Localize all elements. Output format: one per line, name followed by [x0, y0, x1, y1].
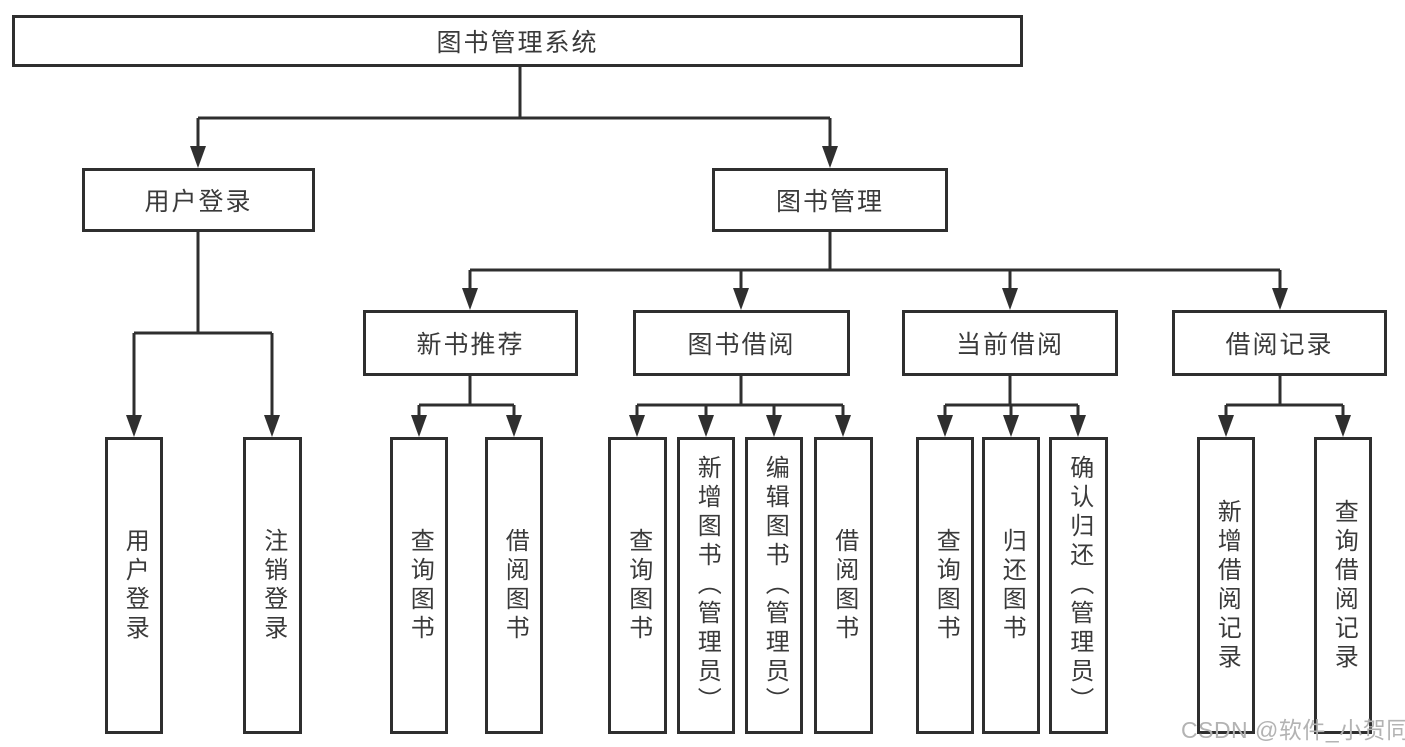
connector-current-borrow-branch [937, 376, 1086, 437]
leaf-label: 确认归还（管理员） [1065, 455, 1093, 716]
leaf-label: 查询图书 [406, 527, 434, 644]
leaf-label: 借阅图书 [501, 527, 529, 644]
leaf-confirm-return-admin: 确认归还（管理员） [1049, 437, 1108, 734]
node-label: 新书推荐 [416, 331, 525, 359]
leaf-label: 查询图书 [624, 527, 652, 644]
connector-root-to-level2 [190, 67, 838, 168]
csdn-watermark: CSDN @软件_小贺同学 [1181, 717, 1405, 743]
leaf-label: 编辑图书（管理员） [761, 455, 789, 716]
leaf-label: 借阅图书 [830, 527, 858, 644]
leaf-add-books-admin: 新增图书（管理员） [677, 437, 735, 734]
leaf-borrow-books-recommend: 借阅图书 [485, 437, 543, 734]
leaf-return-books: 归还图书 [982, 437, 1040, 734]
leaf-label: 归还图书 [998, 527, 1026, 644]
leaf-query-books-current: 查询图书 [916, 437, 974, 734]
leaf-add-borrow-record: 新增借阅记录 [1197, 437, 1255, 734]
node-label: 图书管理系统 [436, 29, 599, 57]
leaf-edit-books-admin: 编辑图书（管理员） [745, 437, 803, 734]
connector-book-borrow-branch [629, 376, 851, 437]
node-label: 用户登录 [144, 188, 253, 216]
leaf-label: 新增图书（管理员） [693, 455, 721, 716]
node-current-borrowing: 当前借阅 [902, 310, 1118, 376]
node-book-management: 图书管理 [712, 168, 948, 232]
node-user-login: 用户登录 [82, 168, 315, 232]
leaf-label: 注销登录 [259, 527, 287, 644]
node-borrowing-records: 借阅记录 [1172, 310, 1387, 376]
node-new-book-recommendation: 新书推荐 [363, 310, 578, 376]
node-book-borrowing: 图书借阅 [633, 310, 850, 376]
connector-new-book-branch [411, 376, 522, 437]
connector-book-management-branch [462, 232, 1288, 310]
leaf-label: 查询借阅记录 [1330, 498, 1358, 673]
node-label: 图书管理 [775, 188, 884, 216]
node-library-management-system: 图书管理系统 [12, 15, 1023, 67]
connector-user-login-branch [126, 232, 280, 437]
leaf-query-borrow-record: 查询借阅记录 [1314, 437, 1372, 734]
leaf-borrow-books: 借阅图书 [814, 437, 873, 734]
leaf-logout: 注销登录 [243, 437, 302, 734]
leaf-label: 查询图书 [932, 527, 960, 644]
leaf-query-books-recommend: 查询图书 [390, 437, 448, 734]
node-label: 图书借阅 [687, 331, 796, 359]
node-label: 当前借阅 [955, 331, 1064, 359]
leaf-user-login: 用户登录 [105, 437, 163, 734]
leaf-query-books-borrow: 查询图书 [608, 437, 667, 734]
leaf-label: 新增借阅记录 [1213, 498, 1241, 673]
connector-borrow-records-branch [1218, 376, 1351, 437]
node-label: 借阅记录 [1225, 331, 1334, 359]
leaf-label: 用户登录 [121, 527, 149, 644]
